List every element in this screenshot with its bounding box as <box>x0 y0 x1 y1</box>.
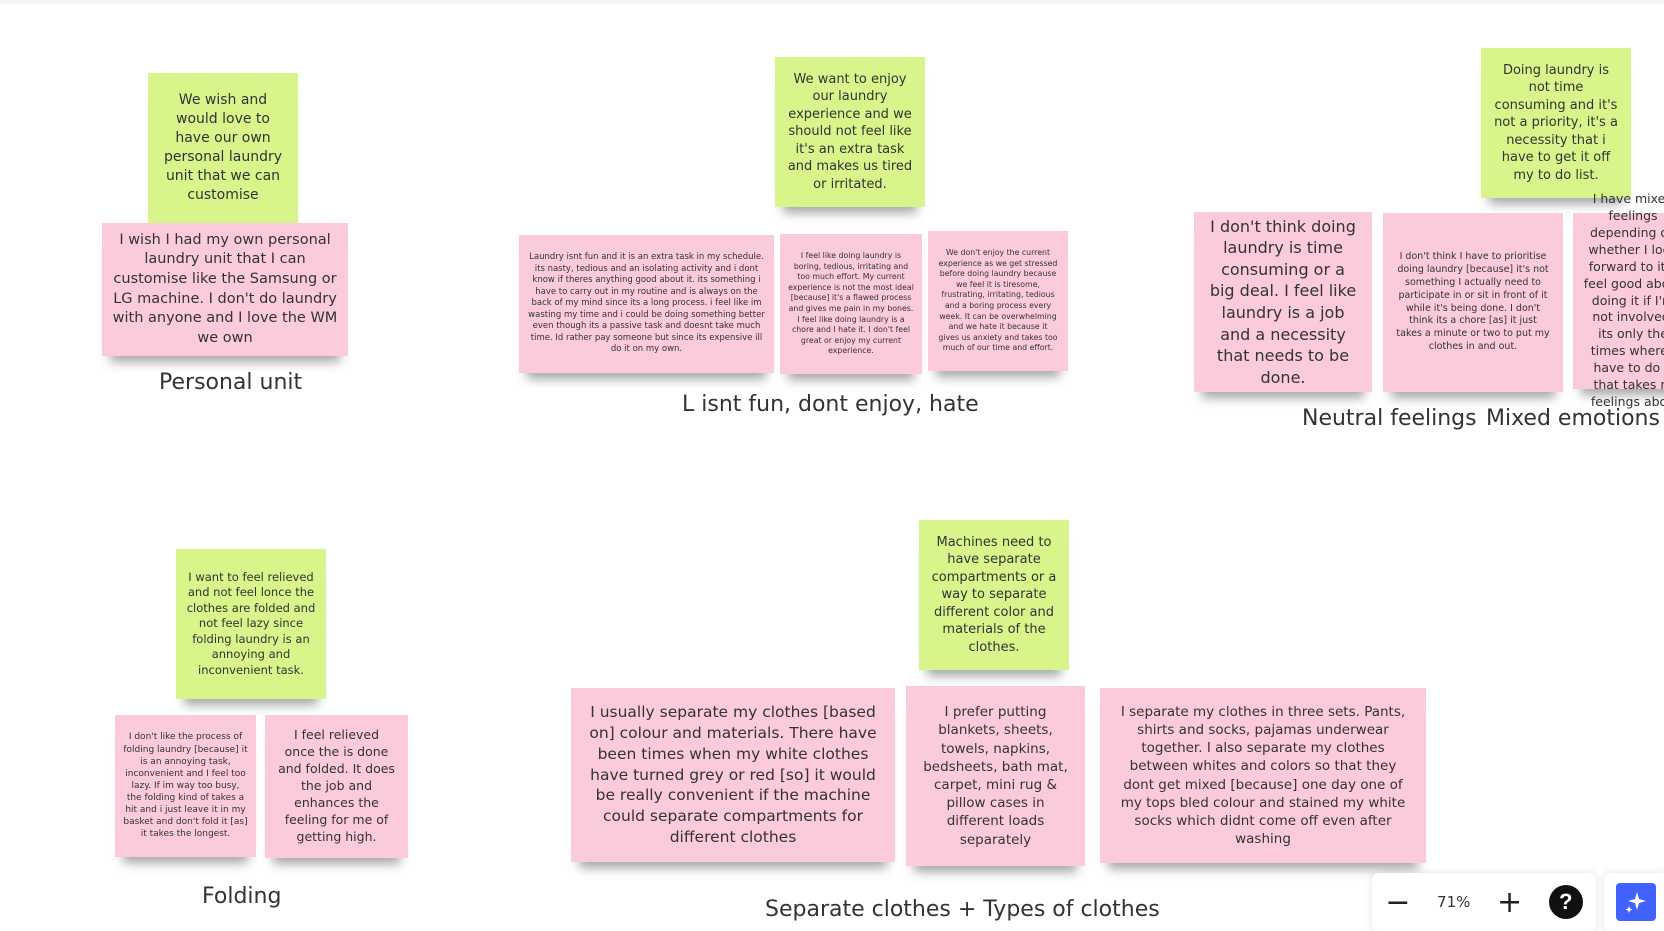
group-label: Mixed emotions <box>1486 406 1660 431</box>
sparkle-icon-glyph <box>1625 892 1646 913</box>
help-icon[interactable]: ? <box>1548 885 1583 919</box>
zoom-level[interactable]: 71% <box>1437 893 1471 911</box>
sticky-note[interactable]: I usually separate my clothes [based on]… <box>571 688 895 862</box>
sticky-note[interactable]: I don't like the process of folding laun… <box>115 715 256 857</box>
sticky-note[interactable]: We wish and would love to have our own p… <box>148 73 298 223</box>
group-label: L isnt fun, dont enjoy, hate <box>682 392 979 417</box>
sparkle-icon[interactable] <box>1616 883 1656 921</box>
group-label: Personal unit <box>159 370 303 395</box>
plus-icon[interactable]: + <box>1496 884 1523 920</box>
sticky-note[interactable]: Doing laundry is not time consuming and … <box>1481 48 1631 198</box>
sticky-note[interactable]: I feel relieved once the is done and fol… <box>265 715 408 858</box>
group-label: Neutral feelings <box>1302 406 1477 431</box>
sticky-note[interactable]: I don't think doing laundry is time cons… <box>1194 212 1372 392</box>
sticky-note[interactable]: I prefer putting blankets, sheets, towel… <box>906 686 1085 866</box>
zoom-toolbar: − 71% + ? <box>1372 873 1596 931</box>
sticky-note[interactable]: Laundry isnt fun and it is an extra task… <box>519 235 774 373</box>
sticky-note[interactable]: I have mixed feelings depending on wheth… <box>1573 191 1664 409</box>
sticky-note[interactable]: I feel like doing laundry is boring, ted… <box>780 234 922 374</box>
canvas-top-edge <box>0 0 1664 6</box>
sticky-note[interactable]: I wish I had my own personal laundry uni… <box>102 223 348 356</box>
ai-assist-panel <box>1604 873 1664 931</box>
sticky-note[interactable]: I don't think I have to prioritise doing… <box>1383 213 1563 392</box>
group-label: Folding <box>202 884 282 909</box>
sticky-note[interactable]: Machines need to have separate compartme… <box>919 520 1069 670</box>
sticky-note[interactable]: We want to enjoy our laundry experience … <box>775 57 925 207</box>
group-label: Separate clothes + Types of clothes <box>765 897 1160 922</box>
minus-icon[interactable]: − <box>1385 884 1411 920</box>
sticky-note[interactable]: We don't enjoy the current experience as… <box>928 231 1068 371</box>
sticky-note[interactable]: I want to feel relieved and not feel lon… <box>176 549 326 699</box>
sticky-note[interactable]: I separate my clothes in three sets. Pan… <box>1100 688 1426 863</box>
